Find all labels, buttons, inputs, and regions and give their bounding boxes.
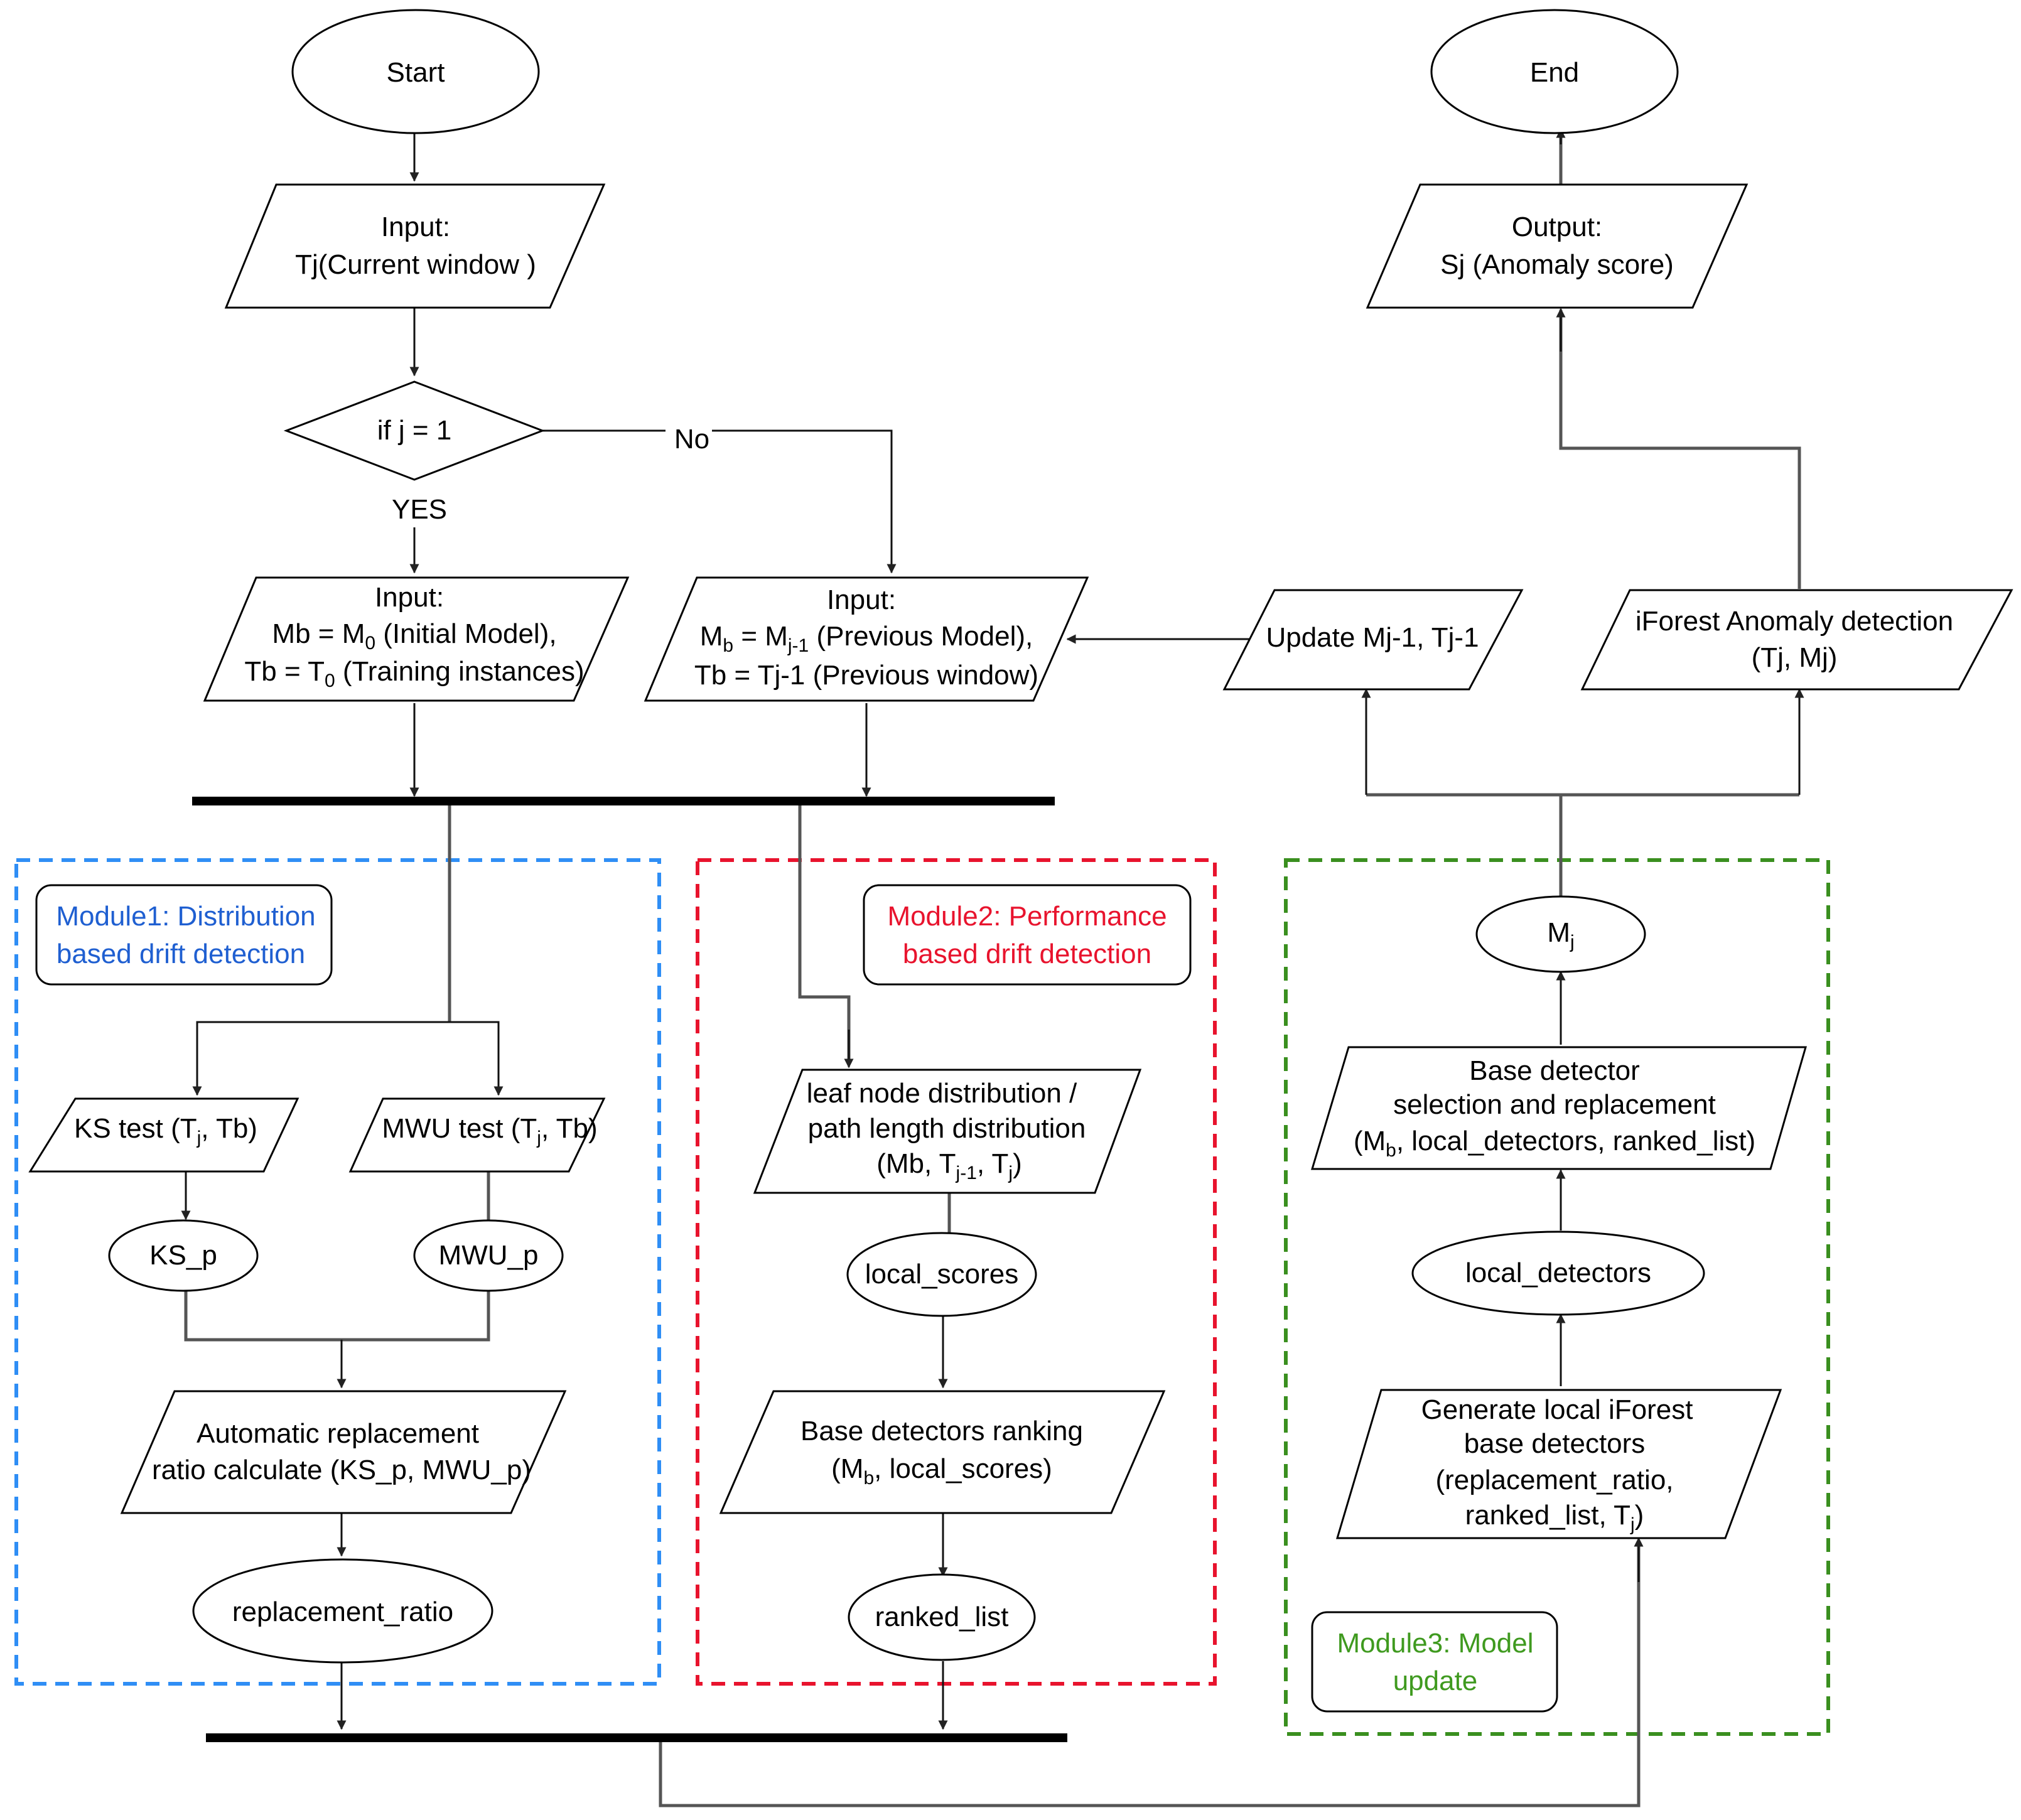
auto-replacement-ratio: Automatic replacement ratio calculate (K… [120, 1390, 567, 1514]
local-scores: local_scores [846, 1232, 1037, 1317]
update-label: Update Mj-1, Tj-1 [1266, 622, 1479, 653]
module2-line1: Module2: Performance [887, 901, 1167, 932]
mwu-test-label: MWU test (Tj, Tb) [382, 1113, 597, 1148]
no-label: No [674, 424, 709, 455]
selection-line2: selection and replacement [1393, 1089, 1716, 1120]
input-previous-line3: Tb = Tj-1 (Previous window) [694, 660, 1038, 691]
input-previous-line2: Mb = Mj-1 (Previous Model), [700, 621, 1033, 656]
module3-boundary [1284, 858, 1830, 1736]
replacement-ratio: replacement_ratio [192, 1558, 493, 1664]
start-label: Start [387, 57, 445, 88]
decision-label: if j = 1 [377, 415, 452, 446]
replacement-ratio-label: replacement_ratio [232, 1597, 453, 1627]
iforest-line2: (Tj, Mj) [1752, 642, 1838, 673]
base-detectors-ranking: Base detectors ranking (Mb, local_scores… [719, 1390, 1166, 1514]
leaf-node-distribution: leaf node distribution / path length dis… [753, 1069, 1142, 1194]
ranking-line1: Base detectors ranking [800, 1416, 1083, 1446]
iforest-line1: iForest Anomaly detection [1636, 606, 1953, 637]
auto-ratio-line1: Automatic replacement [197, 1418, 479, 1449]
input-initial-model: Input: Mb = M0 (Initial Model), Tb = T0 … [203, 576, 630, 702]
end-label: End [1530, 57, 1579, 88]
mwu-test: MWU test (Tj, Tb) [348, 1097, 606, 1173]
ranking-line2: (Mb, local_scores) [831, 1453, 1052, 1489]
generate-line4: ranked_list, Tj) [1465, 1500, 1644, 1535]
input-current-line1: Input: [381, 212, 450, 242]
base-detector-selection: Base detector selection and replacement … [1310, 1046, 1807, 1170]
input-initial-line1: Input: [375, 582, 444, 613]
module2-line2: based drift detection [903, 939, 1151, 969]
iforest-anomaly-detection: iForest Anomaly detection (Tj, Mj) [1580, 589, 2013, 691]
input-initial-line2: Mb = M0 (Initial Model), [272, 618, 556, 654]
output-anomaly-score: Output: Sj (Anomaly score) [1366, 183, 1749, 309]
leaf-node-line1: leaf node distribution / [807, 1078, 1077, 1109]
decision-j-equals-1: if j = 1 [283, 380, 546, 481]
module3-line1: Module3: Model [1337, 1628, 1533, 1659]
ranked-list: ranked_list [848, 1573, 1036, 1661]
mj-label: Mj [1547, 917, 1574, 952]
ks-p-label: KS_p [149, 1240, 217, 1271]
local-detectors-label: local_detectors [1465, 1257, 1651, 1288]
output-line2: Sj (Anomaly score) [1440, 249, 1674, 280]
leaf-node-line3: (Mb, Tj-1, Tj) [876, 1148, 1022, 1183]
output-line1: Output: [1512, 212, 1602, 242]
input-previous-model: Input: Mb = Mj-1 (Previous Model), Tb = … [644, 576, 1089, 702]
module1-boundary [14, 858, 661, 1686]
generate-line3: (replacement_ratio, [1435, 1465, 1673, 1495]
auto-ratio-line2: ratio calculate (KS_p, MWU_p) [152, 1455, 531, 1485]
module2-boundary [696, 858, 1217, 1686]
generate-line2: base detectors [1464, 1428, 1646, 1459]
ranked-list-label: ranked_list [875, 1602, 1009, 1632]
end-terminal: End [1430, 9, 1679, 134]
update-previous: Update Mj-1, Tj-1 [1222, 589, 1524, 691]
module1-line1: Module1: Distribution [56, 901, 315, 932]
yes-label: YES [392, 494, 447, 525]
module3-label: Module3: Model update [1311, 1611, 1558, 1713]
mj-model: Mj [1475, 895, 1646, 973]
ks-test: KS test (Tj, Tb) [28, 1097, 299, 1173]
selection-line3: (Mb, local_detectors, ranked_list) [1354, 1126, 1755, 1161]
local-detectors: local_detectors [1411, 1230, 1705, 1316]
generate-local-iforest: Generate local iForest base detectors (r… [1335, 1389, 1782, 1539]
ks-p: KS_p [108, 1219, 259, 1292]
module2-label: Module2: Performance based drift detecti… [863, 884, 1192, 986]
module3-line2: update [1393, 1666, 1478, 1696]
input-current-line2: Tj(Current window ) [295, 249, 536, 280]
leaf-node-line2: path length distribution [808, 1113, 1086, 1144]
mwu-p-label: MWU_p [439, 1240, 539, 1271]
input-initial-line3: Tb = T0 (Training instances) [244, 656, 584, 691]
connectors [181, 128, 1804, 1807]
module1-line2: based drift detection [57, 939, 305, 969]
local-scores-label: local_scores [865, 1259, 1019, 1290]
module1-label: Module1: Distribution based drift detect… [35, 884, 333, 986]
start-terminal: Start [291, 9, 540, 134]
ks-test-label: KS test (Tj, Tb) [74, 1113, 257, 1148]
selection-line1: Base detector [1469, 1055, 1640, 1086]
generate-line1: Generate local iForest [1421, 1394, 1693, 1425]
input-previous-line1: Input: [827, 584, 896, 615]
input-current-window: Input: Tj(Current window ) [224, 183, 606, 309]
mwu-p: MWU_p [413, 1219, 564, 1292]
